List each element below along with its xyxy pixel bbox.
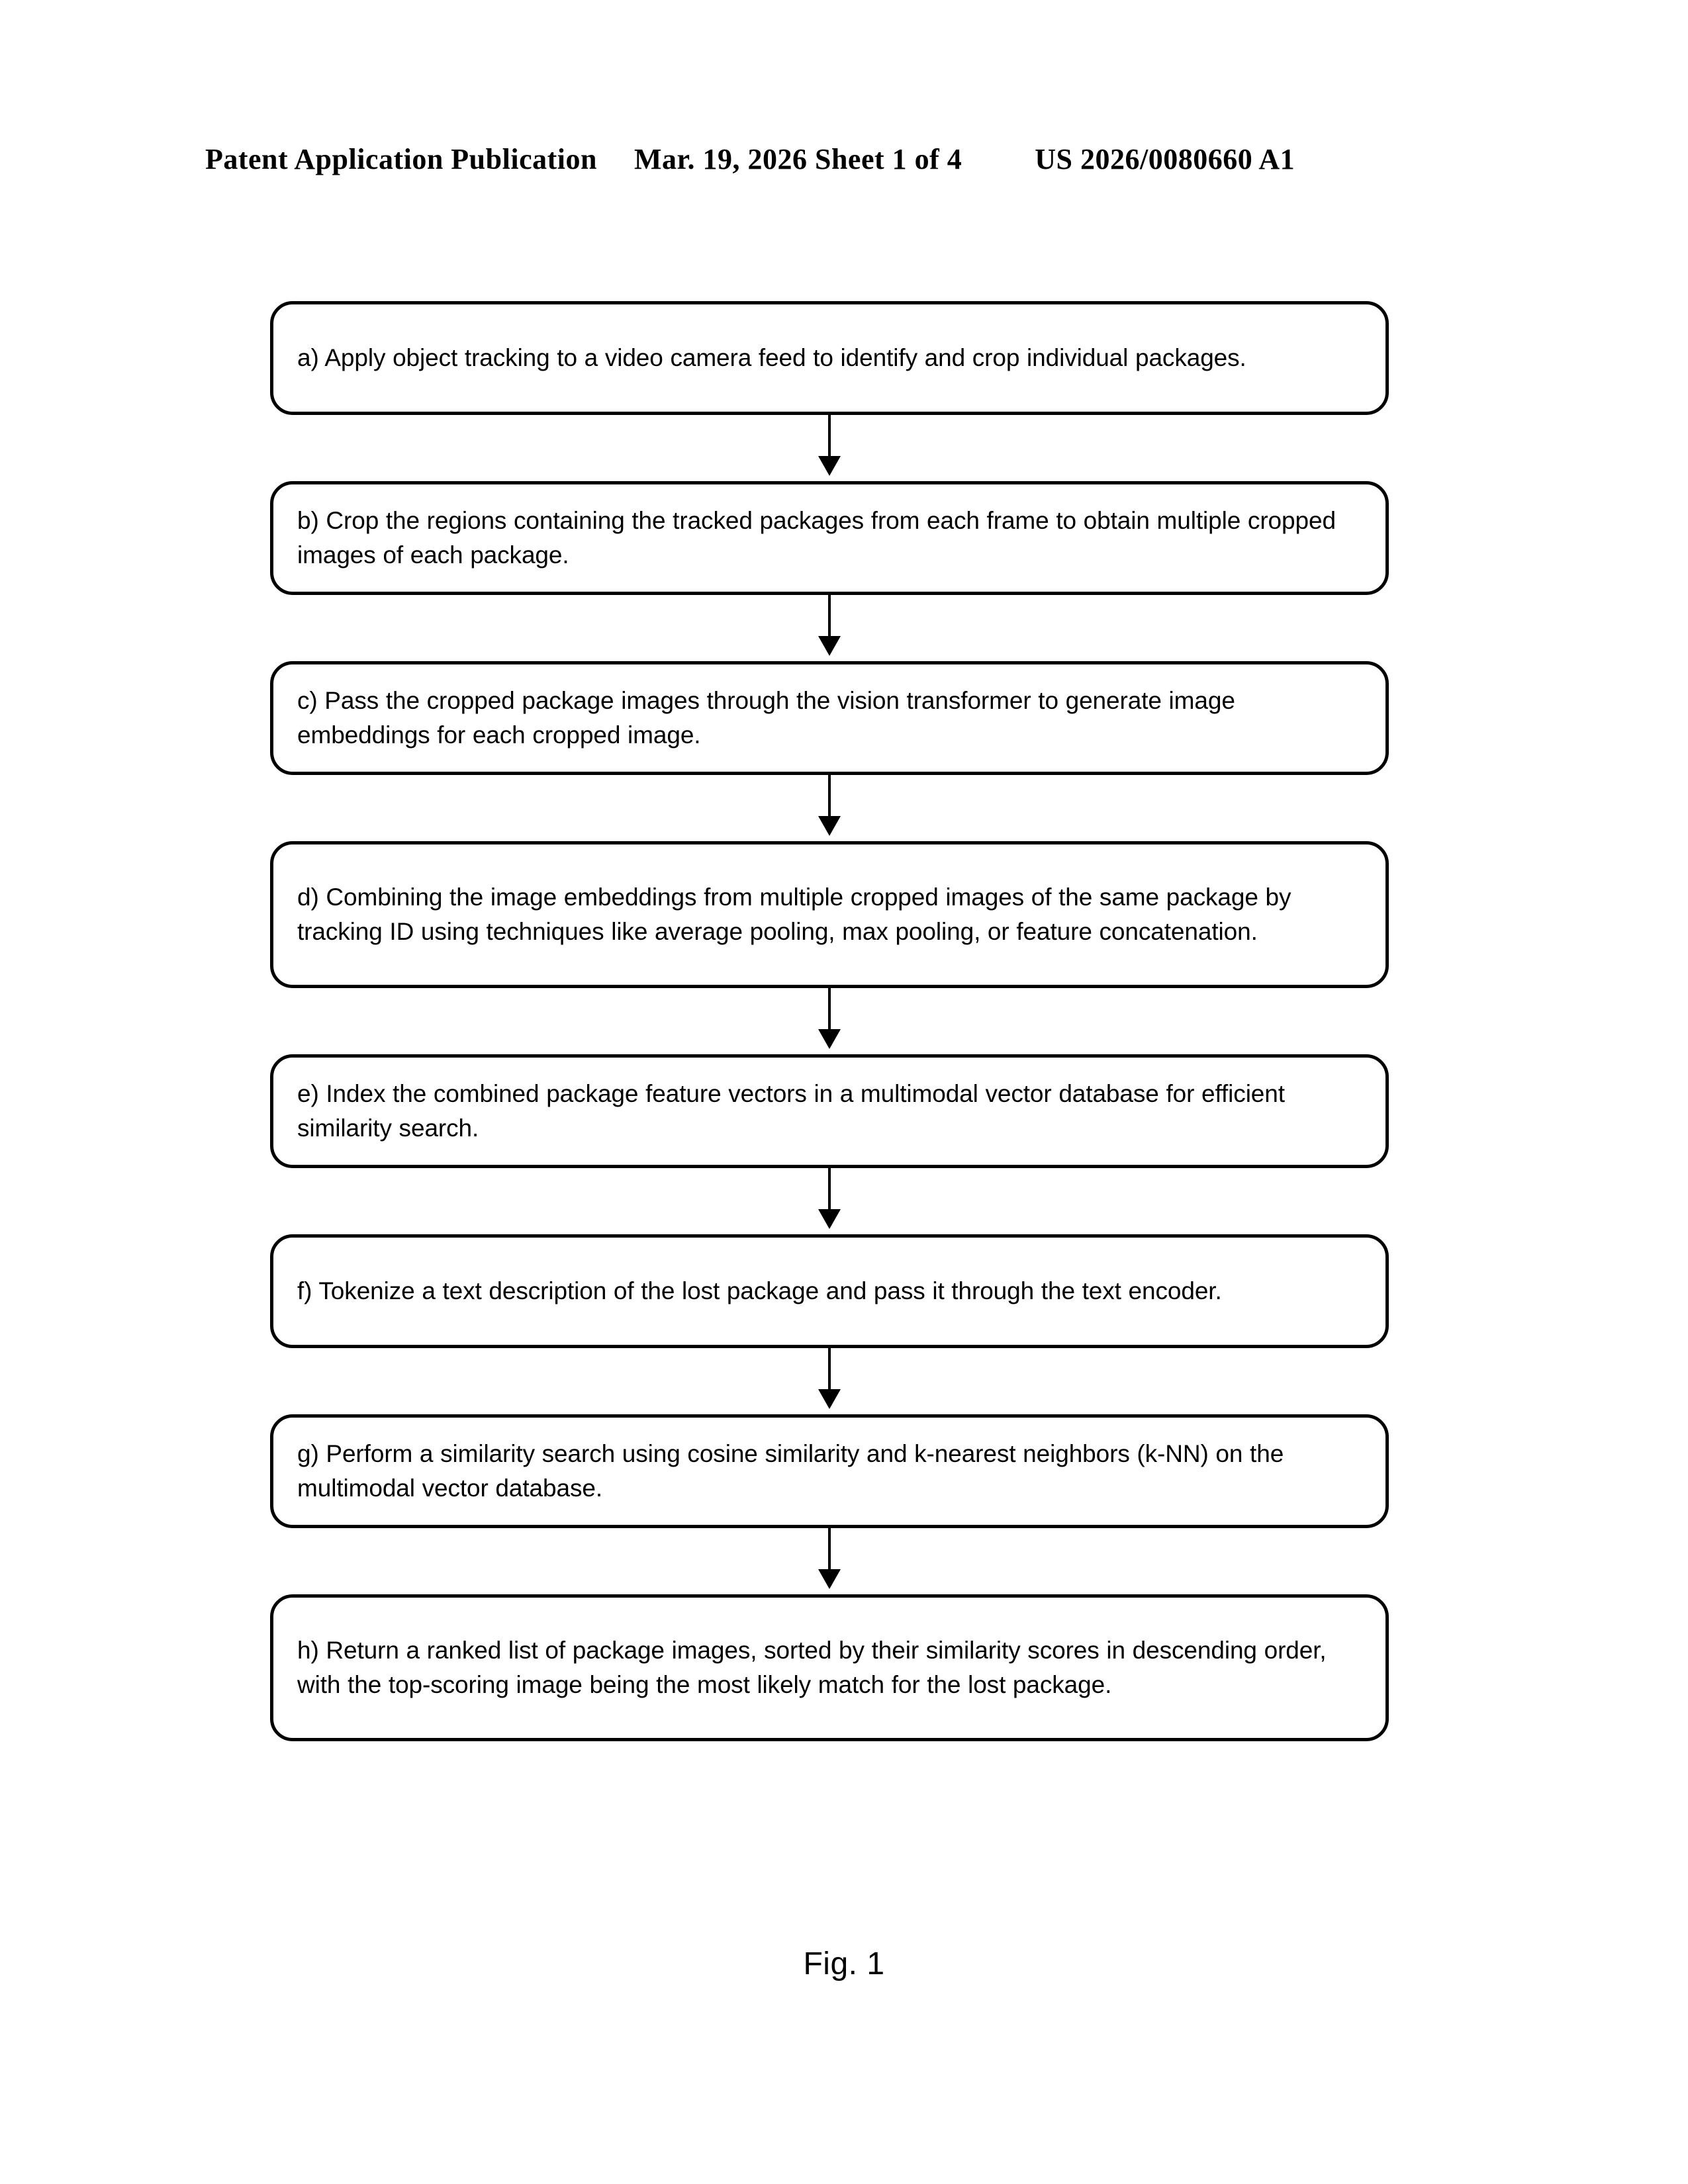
flowchart-arrow-d-to-e — [270, 988, 1389, 1054]
flowchart-step-a: a) Apply object tracking to a video came… — [270, 301, 1389, 415]
flowchart-arrow-a-to-b — [270, 415, 1389, 481]
arrow-line-icon — [828, 988, 831, 1040]
arrow-head-down-icon — [818, 1209, 841, 1229]
arrow-head-down-icon — [818, 636, 841, 656]
header-document-number: US 2026/0080660 A1 — [1035, 143, 1295, 175]
flowchart-step-e: e) Index the combined package feature ve… — [270, 1054, 1389, 1168]
flowchart-step-c-text: c) Pass the cropped package images throu… — [297, 687, 1235, 749]
flowchart-arrow-g-to-h — [270, 1528, 1389, 1594]
arrow-line-icon — [828, 415, 831, 467]
flowchart-step-h: h) Return a ranked list of package image… — [270, 1594, 1389, 1741]
header-date-sheet-label: Mar. 19, 2026 Sheet 1 of 4 — [633, 143, 962, 175]
flowchart-step-b-text: b) Crop the regions containing the track… — [297, 507, 1336, 569]
arrow-line-icon — [828, 1348, 831, 1400]
header-publication-label: Patent Application Publication — [205, 143, 597, 175]
sheet-header: Patent Application Publication Mar. 19, … — [205, 142, 1443, 182]
flowchart-diagram: a) Apply object tracking to a video came… — [270, 301, 1389, 1741]
flowchart-step-f-text: f) Tokenize a text description of the lo… — [297, 1277, 1222, 1304]
flowchart-step-b: b) Crop the regions containing the track… — [270, 481, 1389, 595]
arrow-line-icon — [828, 1168, 831, 1220]
flowchart-step-g-text: g) Perform a similarity search using cos… — [297, 1440, 1284, 1502]
flowchart-step-c: c) Pass the cropped package images throu… — [270, 661, 1389, 775]
arrow-head-down-icon — [818, 456, 841, 476]
arrow-line-icon — [828, 775, 831, 827]
flowchart-step-h-text: h) Return a ranked list of package image… — [297, 1637, 1327, 1698]
arrow-head-down-icon — [818, 1389, 841, 1409]
flowchart-step-g: g) Perform a similarity search using cos… — [270, 1414, 1389, 1528]
flowchart-step-d: d) Combining the image embeddings from m… — [270, 841, 1389, 988]
arrow-line-icon — [828, 1528, 831, 1580]
arrow-line-icon — [828, 595, 831, 647]
flowchart-step-a-text: a) Apply object tracking to a video came… — [297, 344, 1246, 371]
flowchart-step-e-text: e) Index the combined package feature ve… — [297, 1080, 1285, 1142]
flowchart-arrow-b-to-c — [270, 595, 1389, 661]
figure-caption: Fig. 1 — [803, 1946, 885, 1981]
arrow-head-down-icon — [818, 1029, 841, 1049]
flowchart-arrow-c-to-d — [270, 775, 1389, 841]
arrow-head-down-icon — [818, 1569, 841, 1589]
flowchart-step-d-text: d) Combining the image embeddings from m… — [297, 884, 1291, 945]
flowchart-arrow-f-to-g — [270, 1348, 1389, 1414]
flowchart-step-f: f) Tokenize a text description of the lo… — [270, 1234, 1389, 1348]
arrow-head-down-icon — [818, 816, 841, 836]
flowchart-arrow-e-to-f — [270, 1168, 1389, 1234]
